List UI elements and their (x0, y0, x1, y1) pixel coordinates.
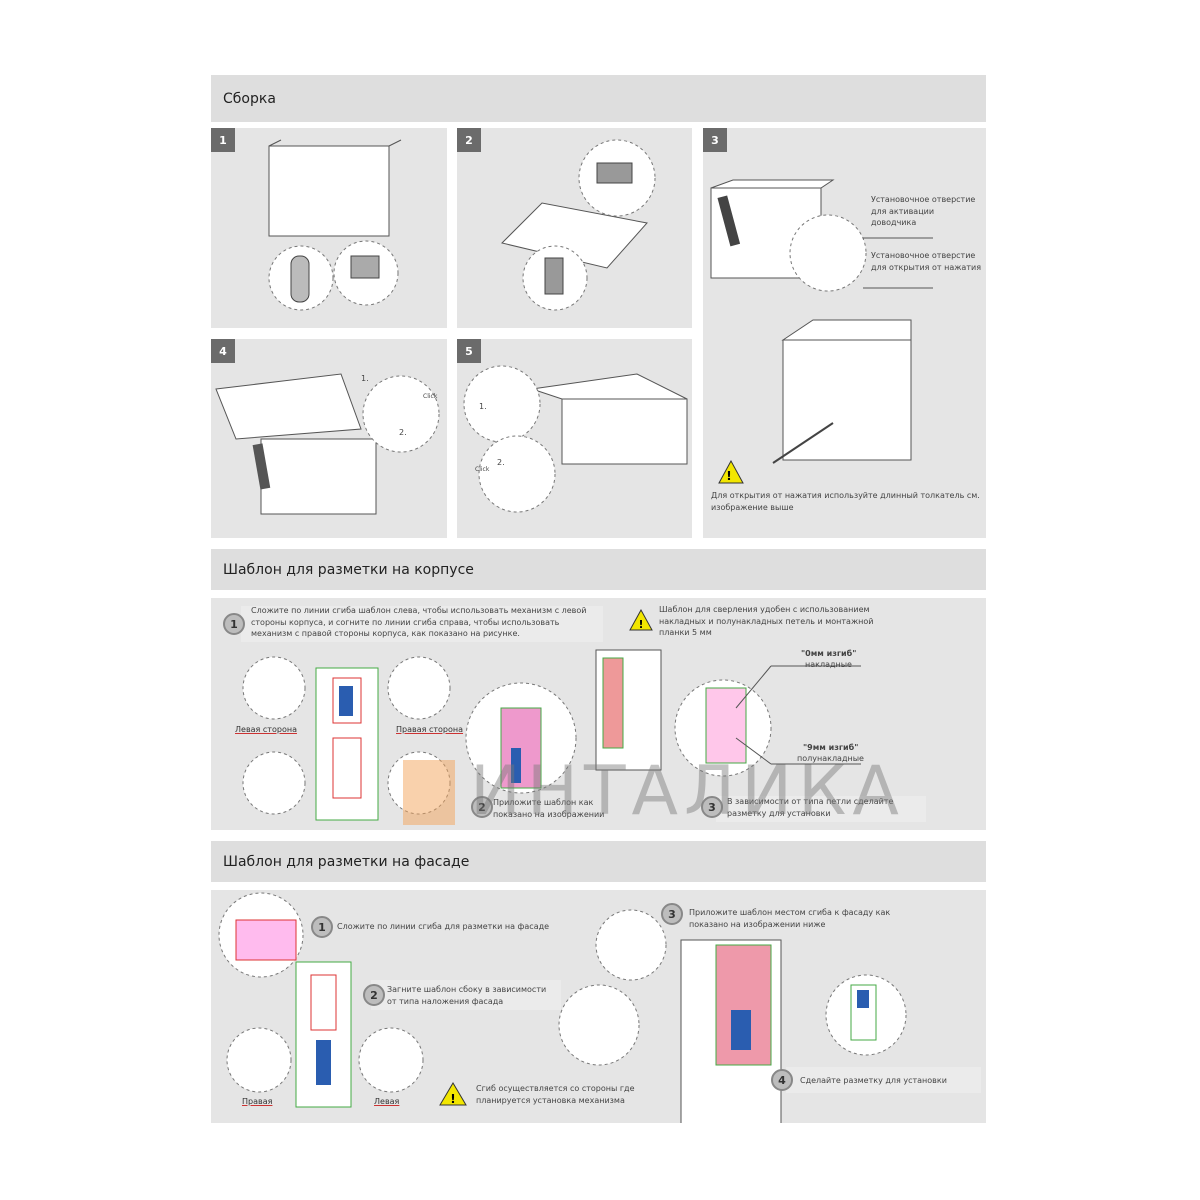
step-badge: 5 (457, 339, 481, 363)
bend-9mm-title: "9мм изгиб" (803, 743, 859, 752)
bend-warning: Сгиб осуществляется со стороны где плани… (476, 1084, 635, 1105)
step-badge: 1 (211, 128, 235, 152)
step-panel-2: 2 (457, 128, 692, 328)
template-warning: Шаблон для сверления удобен с использова… (659, 605, 874, 637)
cabinet-hinge-illustration (268, 139, 402, 311)
step-text: Загните шаблон сбоку в зависимости от ти… (387, 985, 547, 1006)
svg-text:!: ! (726, 469, 731, 483)
bend-0mm-title: "0мм изгиб" (801, 649, 857, 658)
step-text: Сложите по линии сгиба для разметки на ф… (337, 922, 550, 931)
step-number-circle: 1 (311, 916, 333, 938)
section-title: Шаблон для разметки на корпусе (223, 561, 474, 578)
warning-icon (439, 1082, 467, 1106)
facade-template-illustration: ! (218, 892, 907, 1123)
warning-icon (718, 459, 744, 484)
attach-door-illustration (215, 373, 440, 515)
step-number-circle: 3 (661, 903, 683, 925)
step-label: 1. (361, 374, 369, 383)
step-text: Сделайте разметку для установки (800, 1076, 947, 1085)
right-side-label: Правая сторона (396, 725, 464, 734)
step-badge: 4 (211, 339, 235, 363)
step-text: Сложите по линии сгиба шаблон слева, что… (251, 606, 587, 638)
section-title: Шаблон для разметки на фасаде (223, 853, 470, 870)
step-badge: 3 (703, 128, 727, 152)
facade-template-panel: ! 1 Сложите по линии сгиба для разметки … (211, 890, 986, 1123)
step-label: 2. (399, 428, 407, 437)
step-number-circle: 1 (223, 613, 245, 635)
step-number-circle: 3 (701, 796, 723, 818)
svg-text:!: ! (638, 618, 643, 631)
right-label: Правая (242, 1097, 273, 1106)
mechanism-install-illustration: ! (710, 179, 933, 484)
bend-0mm-sub: накладные (805, 660, 852, 669)
body-template-panel: 1 Сложите по линии сгиба шаблон слева, ч… (211, 598, 986, 830)
step-text: Приложите шаблон как показано на изображ… (493, 798, 605, 819)
warning-icon (629, 608, 653, 631)
bend-9mm-sub: полунакладные (797, 754, 864, 763)
watermark: ИНТАЛИКА (470, 752, 905, 831)
step-text: Приложите шаблон местом сгиба к фасаду к… (689, 908, 891, 929)
note-closer-hole: Установочное отверстие для активации дов… (871, 195, 976, 227)
step-label: 2. (497, 458, 505, 467)
door-hinge-illustration (501, 139, 656, 311)
step-number-circle: 2 (363, 984, 385, 1006)
click-label: Click (423, 393, 438, 400)
left-label: Левая (374, 1097, 400, 1106)
section-header-body-template: Шаблон для разметки на корпусе (211, 549, 986, 590)
svg-text:!: ! (450, 1092, 455, 1106)
remove-door-illustration (463, 365, 688, 513)
body-template-illustration: ! (242, 608, 861, 825)
click-label: Click (475, 466, 490, 473)
section-header-facade-template: Шаблон для разметки на фасаде (211, 841, 986, 882)
section-header-assembly: Сборка (211, 75, 986, 122)
step-panel-4: 4 1. 2. Click (211, 339, 447, 538)
step-panel-1: 1 (211, 128, 447, 328)
push-open-warning: Для открытия от нажатия используйте длин… (711, 491, 980, 512)
section-title: Сборка (223, 90, 276, 107)
left-side-label: Левая сторона (235, 725, 297, 734)
note-push-open-hole: Установочное отверстие для открытия от н… (871, 251, 982, 272)
step-number-circle: 2 (471, 796, 493, 818)
step-text: В зависимости от типа петли сделайте раз… (727, 797, 894, 818)
watermark-logo (403, 760, 455, 825)
step-number-circle: 4 (771, 1069, 793, 1091)
step-badge: 2 (457, 128, 481, 152)
step-panel-5: 5 1. 2. Click (457, 339, 692, 538)
step-label: 1. (479, 402, 487, 411)
step-panel-3: 3 ! Установочное отверстие для активации… (703, 128, 986, 538)
